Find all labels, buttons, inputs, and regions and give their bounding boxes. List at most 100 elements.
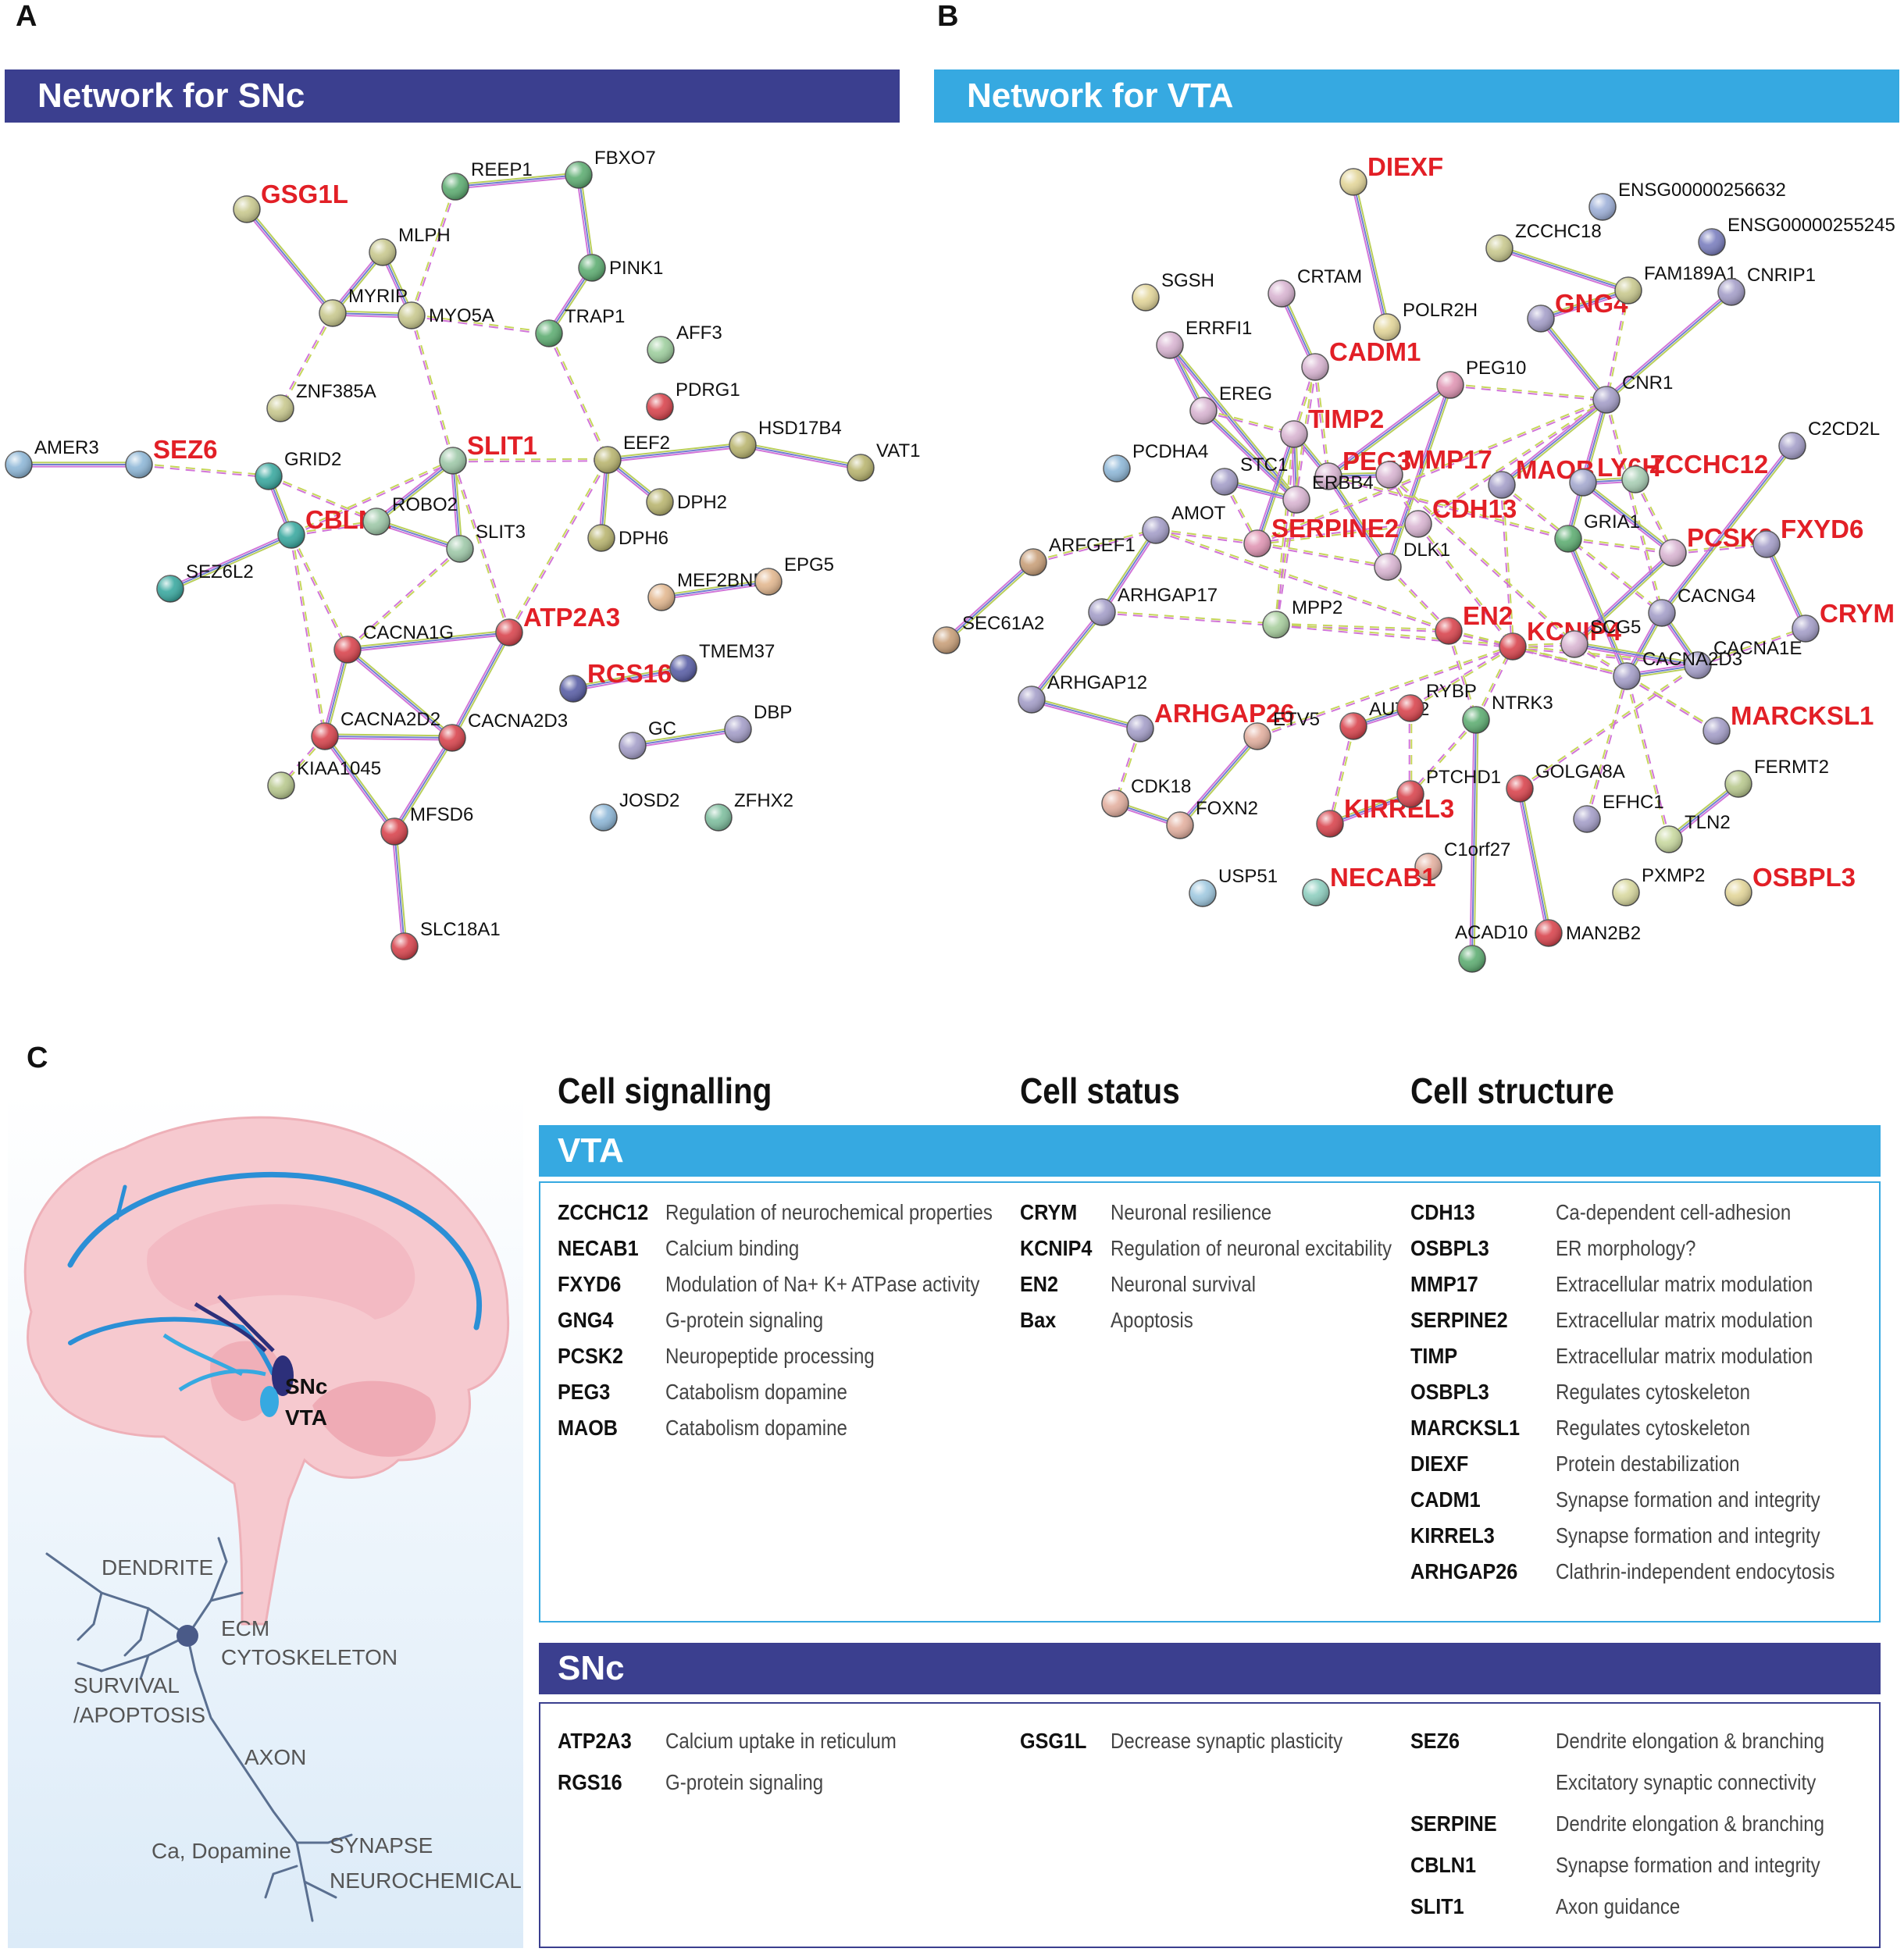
- vta-node-ACAD10[interactable]: ACAD10: [1455, 922, 1528, 973]
- vta-node-NTRK3[interactable]: NTRK3: [1462, 693, 1553, 734]
- snc-node-ROBO2[interactable]: ROBO2: [362, 494, 458, 536]
- vta-node-MARCKSL1[interactable]: MARCKSL1: [1703, 701, 1874, 745]
- vta-node-SEC61A2[interactable]: SEC61A2: [932, 613, 1044, 654]
- vta-node-CNRIP1[interactable]: CNRIP1: [1717, 265, 1816, 306]
- vta-node-MPP2[interactable]: MPP2: [1262, 597, 1342, 639]
- snc-node-SLC18A1[interactable]: SLC18A1: [390, 919, 501, 960]
- vta-node-CDH13[interactable]: CDH13: [1404, 494, 1517, 538]
- vta-node-CADM1[interactable]: CADM1: [1301, 337, 1421, 381]
- snc-node-EPG5[interactable]: EPG5: [754, 554, 834, 596]
- vta-node-MAN2B2[interactable]: MAN2B2: [1535, 919, 1641, 947]
- vta-node-CACNG4[interactable]: CACNG4: [1648, 586, 1756, 627]
- vta-node-PEG10[interactable]: PEG10: [1436, 358, 1526, 399]
- snc-node-SLIT3[interactable]: SLIT3: [446, 522, 526, 563]
- snc-node-VAT1[interactable]: VAT1: [847, 440, 920, 482]
- snc-node-DPH2[interactable]: DPH2: [646, 488, 727, 516]
- vta-node-EREG[interactable]: EREG: [1189, 383, 1272, 425]
- vta-node-PCDHA4[interactable]: PCDHA4: [1103, 441, 1208, 483]
- vta-node-FXYD6[interactable]: FXYD6: [1752, 515, 1863, 558]
- snc-node-CACNA2D2[interactable]: CACNA2D2: [311, 709, 440, 750]
- snc-node-MFSD6[interactable]: MFSD6: [380, 804, 473, 846]
- snc-node-PINK1[interactable]: PINK1: [578, 254, 663, 282]
- snc-node-JOSD2[interactable]: JOSD2: [590, 790, 679, 832]
- snc-node-HSD17B4[interactable]: HSD17B4: [729, 418, 842, 459]
- vta-node-MMP17[interactable]: MMP17: [1375, 445, 1492, 489]
- snc-node-shine-ZNF385A: [267, 395, 294, 422]
- vta-node-MAOB[interactable]: MAOB: [1488, 455, 1595, 499]
- vta-node-CRYM[interactable]: CRYM: [1792, 599, 1895, 643]
- snc-node-RGS16[interactable]: RGS16: [559, 659, 672, 703]
- vta-node-ERBB4[interactable]: ERBB4: [1282, 472, 1374, 514]
- snc-node-AMER3[interactable]: AMER3: [5, 437, 99, 479]
- vta-node-CNR1[interactable]: CNR1: [1592, 372, 1673, 414]
- vta-node-EFHC1[interactable]: EFHC1: [1573, 792, 1664, 833]
- vta-node-PTCHD1[interactable]: PTCHD1: [1396, 767, 1501, 808]
- vta-node-FOXN2[interactable]: FOXN2: [1166, 798, 1258, 839]
- snc-node-SEZ6L2[interactable]: SEZ6L2: [156, 561, 254, 603]
- snc-node-PDRG1[interactable]: PDRG1: [646, 379, 740, 421]
- vta-node-ERRFI1[interactable]: ERRFI1: [1156, 318, 1252, 359]
- vta-node-ENSG00000256632[interactable]: ENSG00000256632: [1588, 180, 1786, 221]
- snc-node-ATP2A3[interactable]: ATP2A3: [495, 603, 620, 647]
- snc-node-TMEM37[interactable]: TMEM37: [669, 641, 775, 682]
- vta-node-AMOT[interactable]: AMOT: [1142, 503, 1226, 544]
- vta-node-POLR2H[interactable]: POLR2H: [1373, 300, 1478, 341]
- vta-node-NECAB1[interactable]: NECAB1: [1302, 863, 1436, 907]
- vta-node-ARFGEF1[interactable]: ARFGEF1: [1019, 535, 1136, 576]
- vta-node-SGSH[interactable]: SGSH: [1132, 270, 1214, 312]
- snc-node-EEF2[interactable]: EEF2: [594, 433, 670, 474]
- vta-node-RYBP[interactable]: RYBP: [1396, 681, 1477, 722]
- snc-node-AFF3[interactable]: AFF3: [647, 322, 722, 364]
- vta-node-GOLGA8A[interactable]: GOLGA8A: [1506, 761, 1625, 803]
- snc-node-MYRIP[interactable]: MYRIP: [319, 286, 408, 327]
- snc-node-CACNA1G[interactable]: CACNA1G: [333, 622, 454, 664]
- vta-node-ETV5[interactable]: ETV5: [1243, 709, 1320, 750]
- vta-node-PXMP2[interactable]: PXMP2: [1612, 865, 1705, 907]
- snc-node-MEF2BNB[interactable]: MEF2BNB: [647, 570, 765, 611]
- snc-node-CACNA2D3[interactable]: CACNA2D3: [438, 711, 568, 752]
- vta-node-CACNA2D3[interactable]: CACNA2D3: [1613, 649, 1742, 690]
- snc-node-KIAA1045[interactable]: KIAA1045: [267, 758, 381, 800]
- snc-node-DBP[interactable]: DBP: [724, 702, 792, 743]
- vta-node-SERPINE2[interactable]: SERPINE2: [1243, 514, 1399, 557]
- vta-node-FERMT2[interactable]: FERMT2: [1724, 757, 1829, 798]
- vta-node-CDK18[interactable]: CDK18: [1101, 776, 1191, 817]
- vta-node-SCG5[interactable]: SCG5: [1560, 617, 1641, 658]
- snc-node-MLPH[interactable]: MLPH: [369, 225, 451, 266]
- snc-node-TRAP1[interactable]: TRAP1: [535, 306, 625, 347]
- vta-node-ENSG00000255245[interactable]: ENSG00000255245: [1698, 215, 1895, 256]
- snc-node-DPH6[interactable]: DPH6: [587, 524, 669, 552]
- snc-node-ZFHX2[interactable]: ZFHX2: [704, 790, 793, 832]
- vta-node-STC1[interactable]: STC1: [1211, 454, 1288, 496]
- vta-node-KIRREL3[interactable]: KIRREL3: [1316, 794, 1454, 838]
- vta-node-FAM189A1[interactable]: FAM189A1: [1614, 263, 1737, 305]
- vta-node-DIEXF[interactable]: DIEXF: [1339, 152, 1443, 196]
- snc-node-GRID2[interactable]: GRID2: [255, 449, 341, 490]
- snc-node-SEZ6[interactable]: SEZ6: [125, 435, 218, 479]
- snc-node-GC[interactable]: GC: [619, 718, 676, 760]
- vta-node-EN2[interactable]: EN2: [1435, 601, 1513, 645]
- vta-node-CACNA1E[interactable]: CACNA1E: [1684, 638, 1802, 679]
- snc-edge-CBLN1-SEZ6L2: [169, 534, 292, 590]
- snc-node-FBXO7[interactable]: FBXO7: [565, 148, 656, 189]
- snc-node-SLIT1[interactable]: SLIT1: [439, 431, 537, 475]
- snc-node-ZNF385A[interactable]: ZNF385A: [266, 381, 376, 422]
- vta-node-ARHGAP26[interactable]: ARHGAP26: [1126, 699, 1295, 743]
- snc-node-GSG1L[interactable]: GSG1L: [233, 180, 348, 223]
- vta-node-GRIA1[interactable]: GRIA1: [1554, 511, 1640, 553]
- vta-node-TLN2[interactable]: TLN2: [1655, 812, 1731, 853]
- vta-node-TIMP2[interactable]: TIMP2: [1280, 404, 1384, 448]
- vta-node-C1orf27[interactable]: C1orf27: [1414, 839, 1510, 881]
- vta-node-ARHGAP17[interactable]: ARHGAP17: [1088, 585, 1218, 626]
- vta-node-OSBPL3[interactable]: OSBPL3: [1724, 863, 1856, 907]
- vta-node-USP51[interactable]: USP51: [1189, 866, 1278, 907]
- vta-node-DLK1[interactable]: DLK1: [1374, 540, 1450, 581]
- snc-node-MYO5A[interactable]: MYO5A: [398, 301, 494, 329]
- vta-node-GNG4[interactable]: GNG4: [1527, 289, 1628, 333]
- vta-node-ZCCHC12[interactable]: ZCCHC12: [1621, 450, 1768, 493]
- snc-node-REEP1[interactable]: REEP1: [441, 159, 533, 201]
- vta-node-ARHGAP12[interactable]: ARHGAP12: [1018, 672, 1147, 714]
- vta-node-ZCCHC18[interactable]: ZCCHC18: [1485, 221, 1602, 262]
- vta-node-C2CD2L[interactable]: C2CD2L: [1778, 419, 1880, 460]
- vta-node-CRTAM[interactable]: CRTAM: [1268, 266, 1362, 308]
